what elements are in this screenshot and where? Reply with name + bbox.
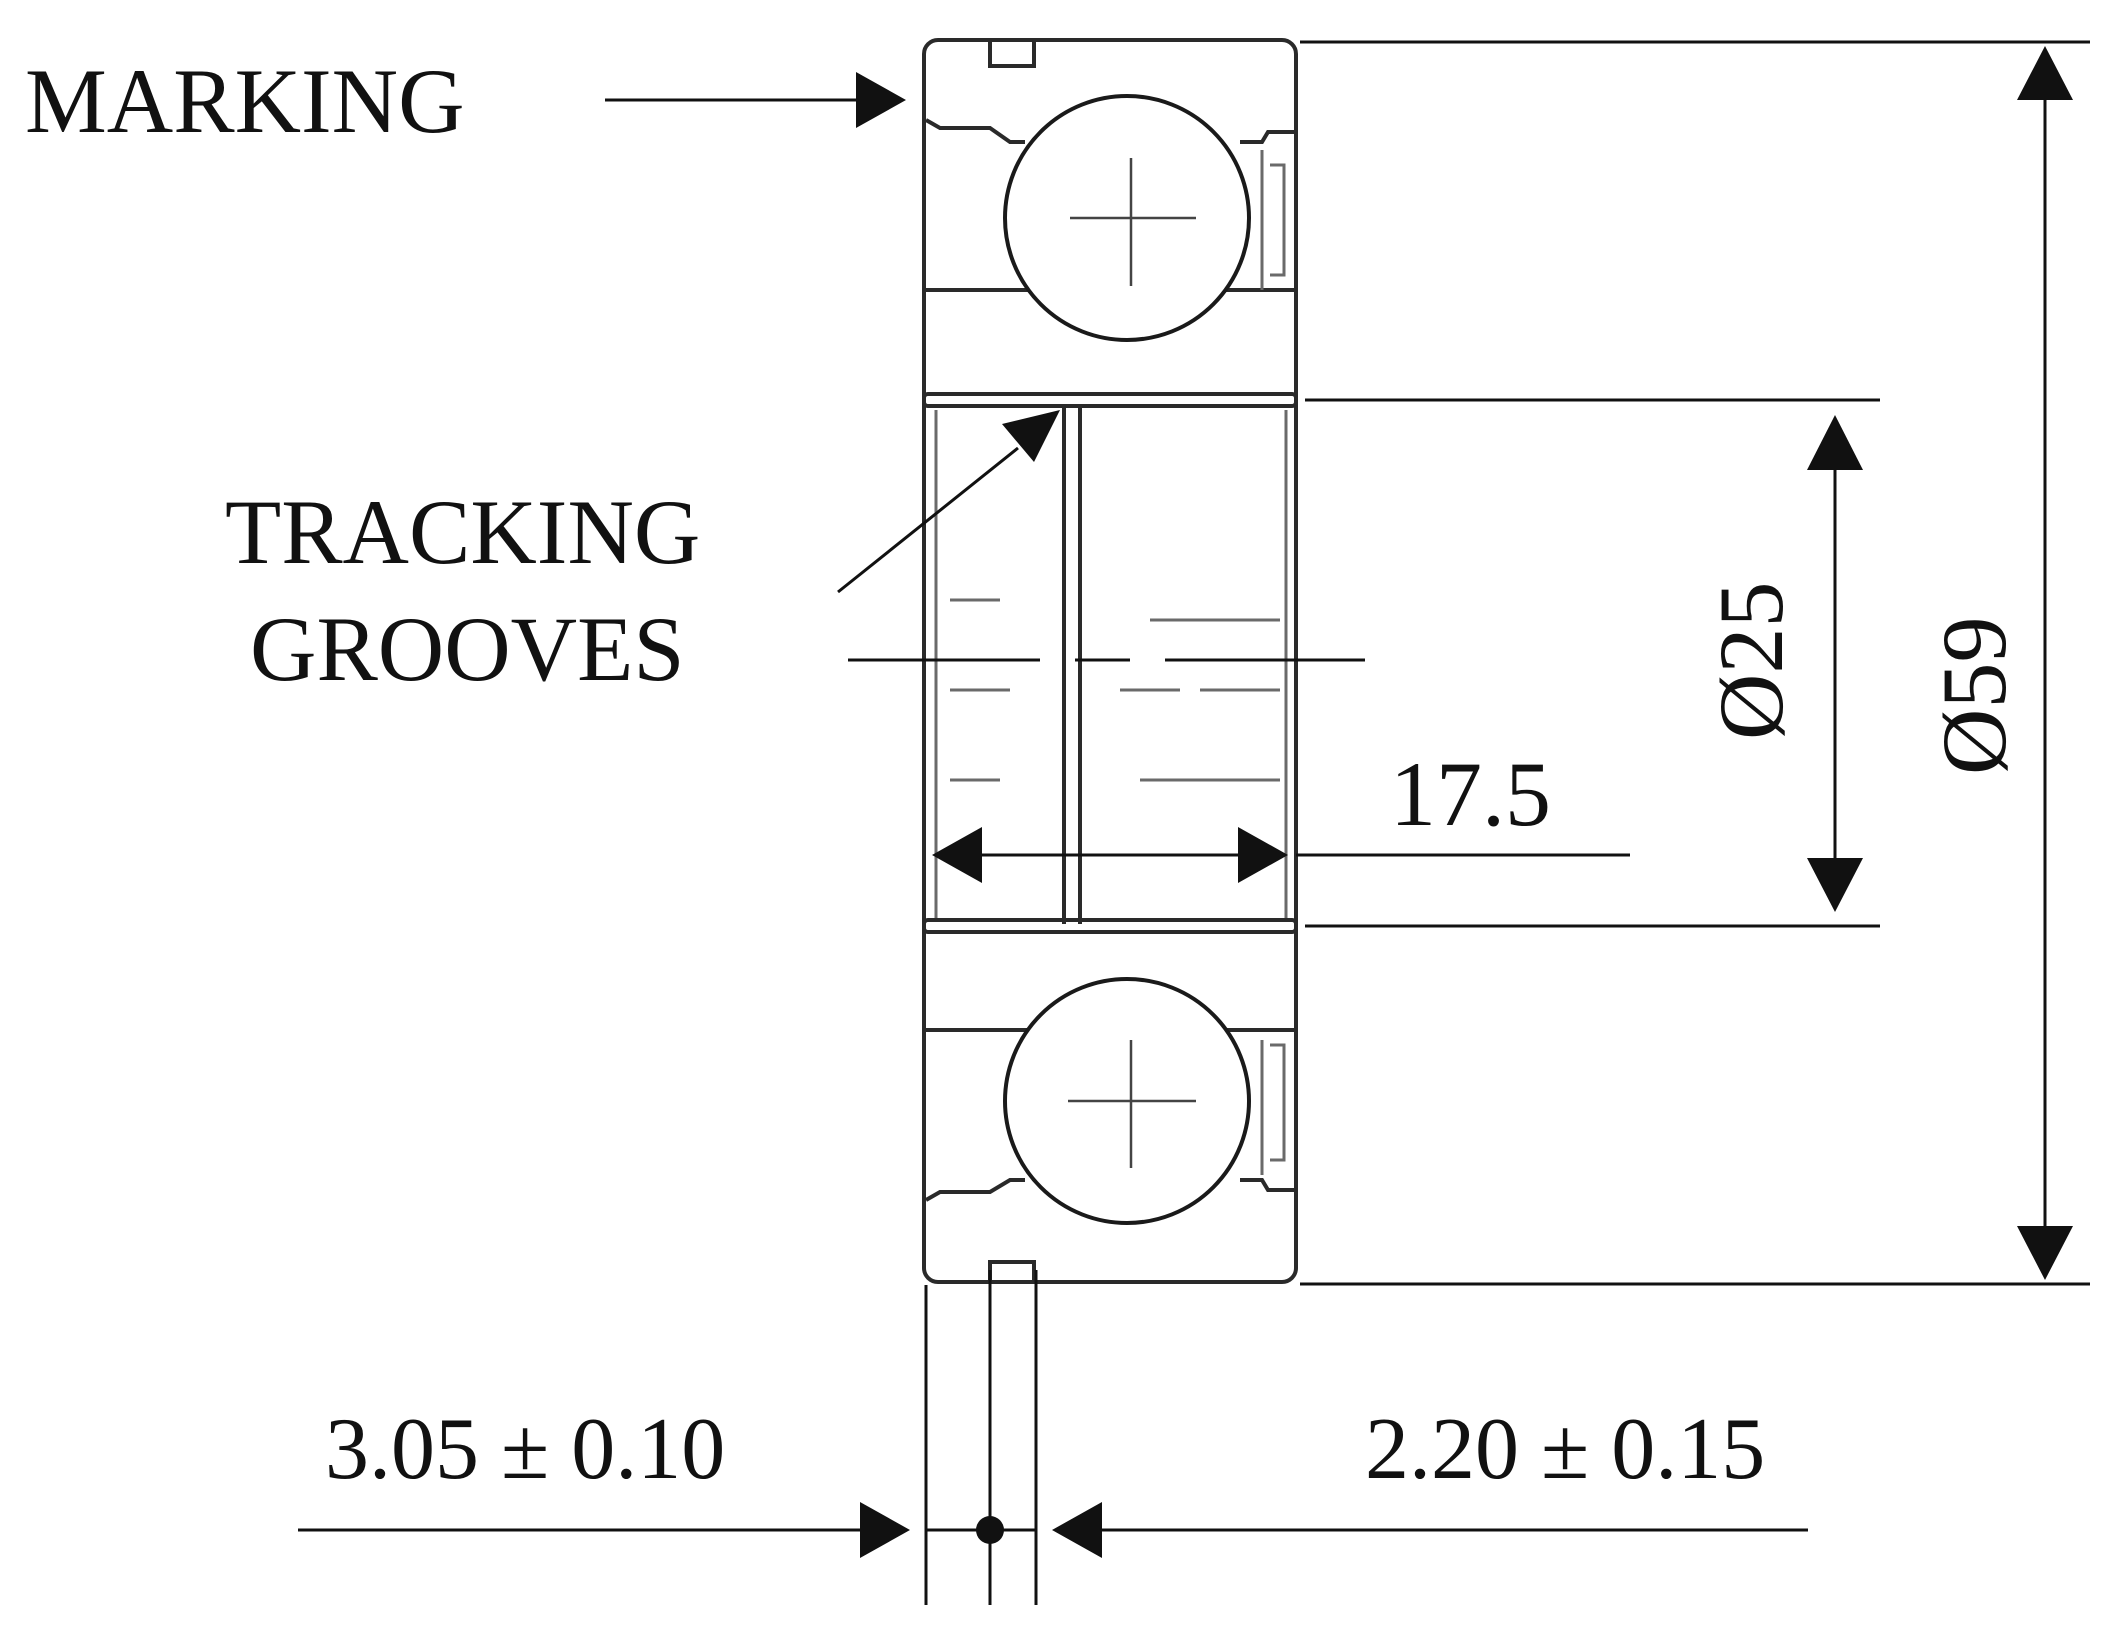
tracking-grooves-callout: TRACKING GROOVES — [225, 410, 1060, 700]
width-dimension: 17.5 — [932, 743, 1630, 883]
groove-center-dot — [976, 1516, 1004, 1544]
right-groove-dimension-label: 2.20 ± 0.15 — [1365, 1401, 1765, 1498]
inner-diameter-dimension: Ø25 — [1305, 398, 1880, 928]
marking-callout: MARKING — [25, 50, 906, 152]
lower-race — [922, 918, 1298, 1202]
outer-diameter-dimension: Ø59 — [1300, 40, 2090, 1286]
upper-ball-center-cross — [1070, 158, 1196, 286]
tracking-groove-line — [1062, 406, 1082, 924]
outer-diameter-arrowhead-top — [2017, 46, 2073, 100]
inner-diameter-arrowhead-bottom — [1807, 858, 1863, 912]
width-arrowhead-right — [1238, 827, 1288, 883]
lower-ball-center-cross — [1068, 1040, 1196, 1168]
bearing-cross-section — [922, 38, 1298, 1284]
width-arrowhead-left — [932, 827, 982, 883]
width-dimension-label: 17.5 — [1390, 743, 1551, 845]
tracking-label-line1: TRACKING — [225, 481, 700, 583]
left-groove-dimension-label: 3.05 ± 0.10 — [325, 1401, 725, 1498]
upper-race — [922, 118, 1298, 408]
marking-groove-bottom — [988, 1260, 1036, 1280]
marking-label: MARKING — [25, 50, 465, 152]
outer-diameter-label: Ø59 — [1923, 617, 2025, 775]
marking-groove-top — [988, 42, 1036, 68]
tracking-grooves-arrowhead — [1002, 410, 1060, 462]
inner-bore-section — [934, 410, 1288, 920]
left-groove-arrowhead — [860, 1502, 910, 1558]
marking-arrowhead — [856, 72, 906, 128]
inner-diameter-arrowhead-top — [1807, 415, 1863, 470]
tracking-label-line2: GROOVES — [250, 598, 684, 700]
outer-diameter-arrowhead-bottom — [2017, 1226, 2073, 1280]
right-groove-arrowhead — [1052, 1502, 1102, 1558]
groove-dimensions: 3.05 ± 0.10 2.20 ± 0.15 — [298, 1270, 1808, 1605]
inner-diameter-label: Ø25 — [1700, 582, 1802, 740]
